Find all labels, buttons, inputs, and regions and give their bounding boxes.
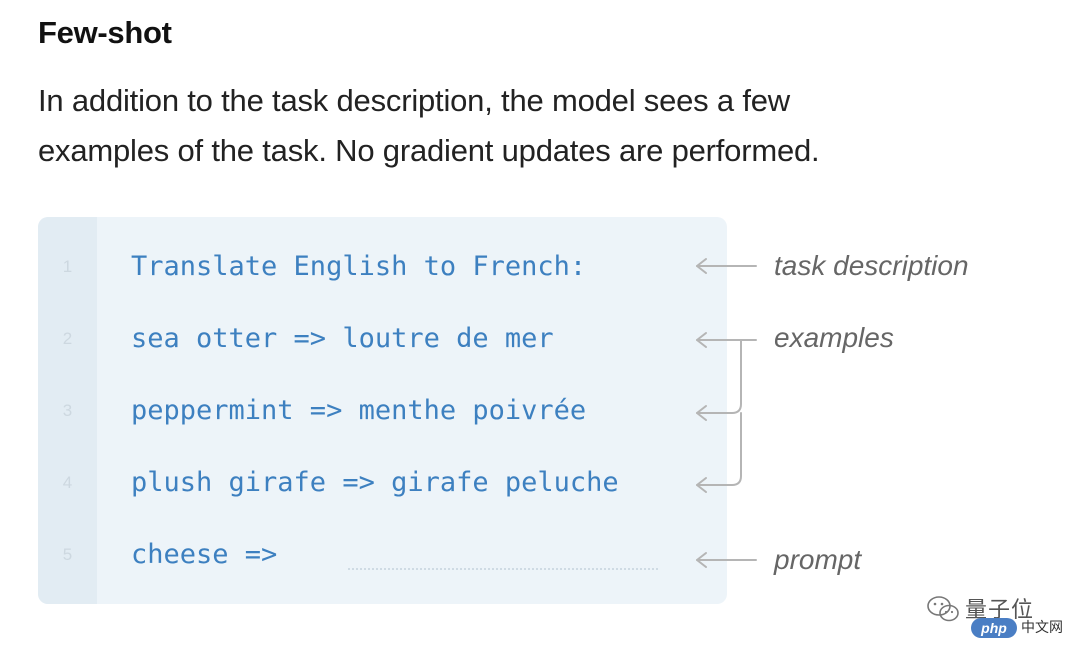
examples-bracket-arrows [696,332,757,493]
watermark-php-badge: php [971,618,1017,638]
completion-placeholder-line [348,568,658,570]
line-number-4: 4 [62,473,73,492]
line-number-gutter [38,217,97,604]
watermark: 量子位 php 中文网 [925,592,1075,644]
watermark-site: 中文网 [1021,620,1063,636]
code-example-box: 1 2 3 4 5 Translate English to French: s… [38,217,727,604]
wechat-icon [927,596,959,622]
section-heading: Few-shot [38,15,172,50]
section-description: In addition to the task description, the… [38,76,938,176]
description-line-1: In addition to the task description, the… [38,83,790,118]
prompt-arrow [696,552,757,568]
code-line-example-3: plush girafe => girafe peluche [131,467,619,498]
annotation-task-description: task description [774,250,969,281]
line-number-5: 5 [62,545,73,564]
annotation-prompt: prompt [774,544,862,575]
line-number-2: 2 [62,329,73,348]
code-line-example-2: peppermint => menthe poivrée [131,395,587,426]
code-line-prompt: cheese => [131,539,278,570]
code-line-task: Translate English to French: [131,251,587,282]
task-description-arrow [696,258,757,274]
line-number-1: 1 [62,257,73,276]
line-number-3: 3 [62,401,73,420]
annotation-examples: examples [774,322,894,353]
description-line-2: examples of the task. No gradient update… [38,133,820,168]
code-line-example-1: sea otter => loutre de mer [131,323,554,354]
